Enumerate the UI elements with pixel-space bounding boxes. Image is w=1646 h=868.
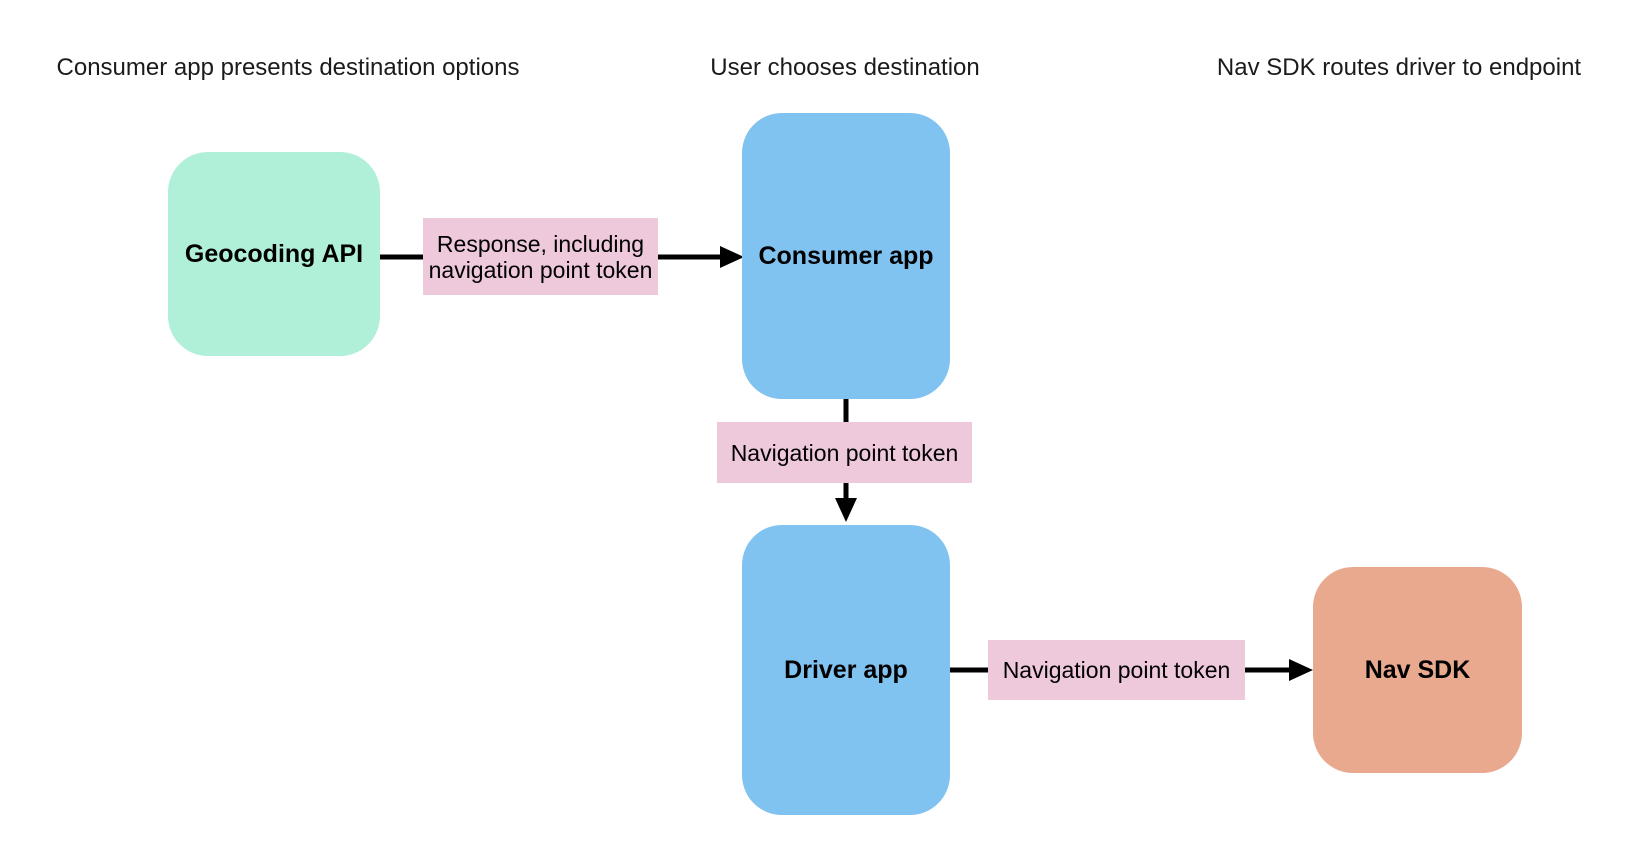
node-driver-app-label: Driver app [784,655,908,684]
edge-label-text: Response, including navigation point tok… [428,230,653,283]
column-header-user-chooses: User chooses destination [710,54,980,81]
node-geocoding-api-label: Geocoding API [184,239,364,268]
node-driver-app: Driver app [742,525,950,815]
edge-label-navigation-point-token-vertical: Navigation point token [717,422,972,483]
node-nav-sdk-label: Nav SDK [1364,655,1471,684]
arrow-geocoding-to-consumer-head [720,246,744,268]
edge-label-text: Navigation point token [1002,657,1231,683]
edge-label-response-including-token: Response, including navigation point tok… [423,218,658,295]
node-nav-sdk: Nav SDK [1313,567,1522,773]
node-geocoding-api: Geocoding API [168,152,380,356]
arrow-consumer-to-driver-head [835,498,857,522]
arrow-driver-to-navsdk-head [1289,659,1313,681]
node-consumer-app: Consumer app [742,113,950,399]
node-consumer-app-label: Consumer app [758,241,934,270]
column-header-consumer-presents: Consumer app presents destination option… [56,54,520,81]
column-header-navsdk-routes: Nav SDK routes driver to endpoint [1216,54,1582,81]
edge-label-text: Navigation point token [730,439,959,466]
edge-label-navigation-point-token-horizontal: Navigation point token [988,640,1245,700]
